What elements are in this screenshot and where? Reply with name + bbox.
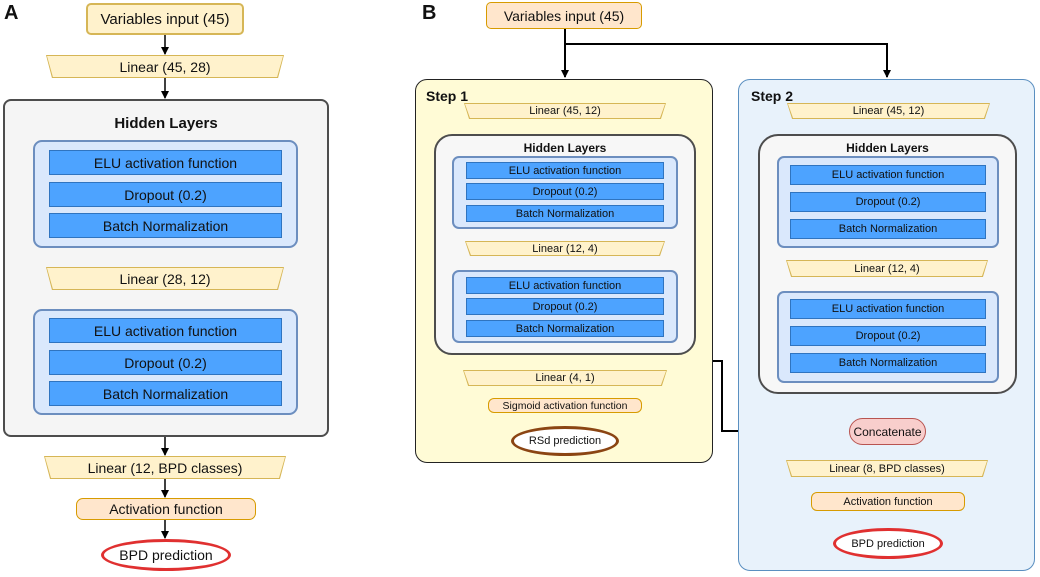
linear-layer-out: Linear (8, BPD classes) bbox=[786, 460, 988, 477]
concatenate-node: Concatenate bbox=[849, 418, 926, 445]
linear-layer-out-label: Linear (12, BPD classes) bbox=[87, 459, 243, 476]
batch-normalization-layer: Batch Normalization bbox=[49, 381, 282, 406]
rsd-prediction-output: RSd prediction bbox=[511, 426, 619, 456]
bpd-prediction-output: BPD prediction bbox=[101, 539, 231, 571]
linear-layer-mid-label: Linear (12, 4) bbox=[532, 242, 598, 255]
hidden-layers-title: Hidden Layers bbox=[114, 115, 218, 132]
linear-layer-mid: Linear (12, 4) bbox=[465, 241, 665, 256]
dropout-layer: Dropout (0.2) bbox=[466, 183, 664, 200]
linear-layer-in-label: Linear (45, 12) bbox=[852, 105, 925, 117]
linear-layer-out: Linear (4, 1) bbox=[463, 370, 667, 386]
linear-layer-out-label: Linear (4, 1) bbox=[535, 372, 595, 384]
linear-layer-in-label: Linear (45, 12) bbox=[529, 105, 601, 117]
linear-layer-mid: Linear (28, 12) bbox=[46, 267, 284, 290]
linear-layer-mid-label: Linear (28, 12) bbox=[119, 270, 211, 287]
activation-function-box: Activation function bbox=[811, 492, 965, 511]
batch-normalization-layer: Batch Normalization bbox=[790, 353, 986, 373]
variables-input-box: Variables input (45) bbox=[486, 2, 642, 29]
linear-layer-out-label: Linear (8, BPD classes) bbox=[829, 462, 945, 475]
batch-normalization-layer: Batch Normalization bbox=[49, 213, 282, 238]
variables-input-box: Variables input (45) bbox=[86, 3, 244, 35]
hidden-layers-title: Hidden Layers bbox=[846, 141, 929, 155]
dropout-layer: Dropout (0.2) bbox=[466, 298, 664, 315]
elu-activation-layer: ELU activation function bbox=[790, 165, 986, 185]
batch-normalization-layer: Batch Normalization bbox=[466, 320, 664, 337]
dropout-layer: Dropout (0.2) bbox=[49, 182, 282, 207]
elu-activation-layer: ELU activation function bbox=[466, 277, 664, 294]
elu-activation-layer: ELU activation function bbox=[466, 162, 664, 179]
linear-layer-mid: Linear (12, 4) bbox=[786, 260, 988, 277]
panel-a-label: A bbox=[4, 2, 19, 24]
linear-layer-mid-label: Linear (12, 4) bbox=[854, 262, 920, 275]
step-1-title: Step 1 bbox=[426, 88, 469, 104]
elu-activation-layer: ELU activation function bbox=[49, 150, 282, 175]
panel-b-label: B bbox=[422, 2, 437, 24]
dropout-layer: Dropout (0.2) bbox=[790, 192, 986, 212]
activation-function-box: Activation function bbox=[76, 498, 256, 520]
dropout-layer: Dropout (0.2) bbox=[49, 350, 282, 375]
linear-layer-out: Linear (12, BPD classes) bbox=[44, 456, 286, 479]
linear-layer-in: Linear (45, 28) bbox=[46, 55, 284, 78]
hidden-layers-title: Hidden Layers bbox=[523, 141, 607, 155]
step-2-title: Step 2 bbox=[751, 88, 794, 104]
batch-normalization-layer: Batch Normalization bbox=[790, 219, 986, 239]
dropout-layer: Dropout (0.2) bbox=[790, 326, 986, 346]
batch-normalization-layer: Batch Normalization bbox=[466, 205, 664, 222]
sigmoid-activation-box: Sigmoid activation function bbox=[488, 398, 642, 413]
bpd-prediction-output: BPD prediction bbox=[833, 528, 943, 559]
linear-layer-in: Linear (45, 12) bbox=[464, 103, 666, 119]
linear-layer-in: Linear (45, 12) bbox=[787, 103, 990, 119]
elu-activation-layer: ELU activation function bbox=[790, 299, 986, 319]
elu-activation-layer: ELU activation function bbox=[49, 318, 282, 343]
linear-layer-in-label: Linear (45, 28) bbox=[119, 58, 211, 75]
